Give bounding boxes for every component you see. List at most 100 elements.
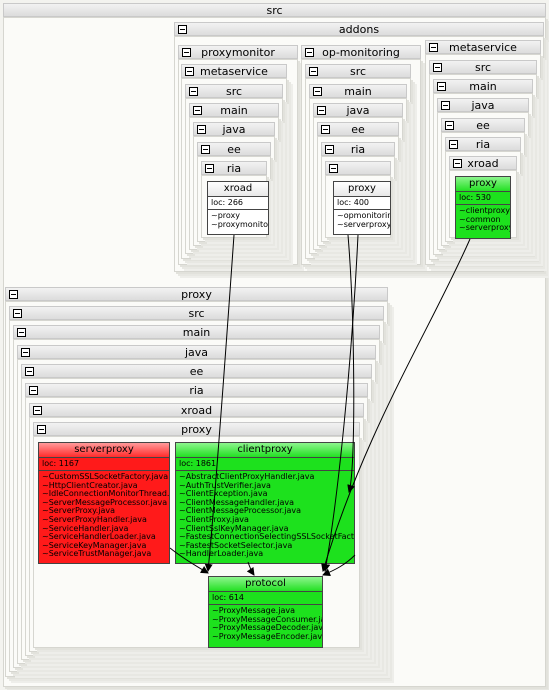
package-ee-header[interactable]: ee <box>317 122 399 136</box>
class-proxy[interactable]: proxy loc: 400 ~opmonitoring ~serverprox… <box>333 181 391 235</box>
package-src-header[interactable]: src <box>305 64 411 78</box>
collapse-toggle-icon[interactable] <box>178 25 187 34</box>
package-xroad-header[interactable]: xroad <box>449 156 517 170</box>
class-clientproxy[interactable]: clientproxy loc: 1861 ~AbstractClientPro… <box>175 442 355 564</box>
collapse-toggle-icon[interactable] <box>29 386 38 395</box>
collapse-toggle-icon[interactable] <box>305 48 314 57</box>
package-ee-header[interactable]: ee <box>197 142 271 156</box>
package-title: ria <box>189 384 204 397</box>
package-ria-header[interactable]: ria <box>445 137 521 151</box>
package-title: proxy <box>181 423 212 436</box>
dependency-item: ~serverproxy <box>337 220 390 229</box>
package-title: java <box>471 99 495 112</box>
package-java-header[interactable]: java <box>313 103 403 117</box>
package-java-header[interactable]: java <box>193 122 275 136</box>
package-title: ee <box>351 123 365 136</box>
package-title: src <box>266 4 283 17</box>
collapse-toggle-icon[interactable] <box>201 145 210 154</box>
package-title: addons <box>338 23 380 36</box>
package-ria-header[interactable]: ria <box>201 161 267 175</box>
collapse-toggle-icon[interactable] <box>37 425 46 434</box>
package-title: ee <box>189 365 204 378</box>
collapse-toggle-icon[interactable] <box>437 82 446 91</box>
package-main-header[interactable]: main <box>189 103 279 117</box>
collapse-toggle-icon[interactable] <box>33 406 42 415</box>
package-ria-header[interactable]: ria <box>321 142 395 156</box>
package-metaservice-header[interactable]: metaservice <box>425 40 541 54</box>
class-loc: loc: 614 <box>209 592 322 605</box>
collapse-toggle-icon[interactable] <box>205 164 214 173</box>
collapse-toggle-icon[interactable] <box>445 121 454 130</box>
class-protocol[interactable]: protocol loc: 614 ~ProxyMessage.java ~Pr… <box>208 576 323 648</box>
package-xroad-header[interactable]: xroad <box>29 403 364 417</box>
package-title: src <box>474 61 492 74</box>
package-title: java <box>184 346 209 359</box>
collapse-toggle-icon[interactable] <box>321 125 330 134</box>
package-src-header[interactable]: src <box>3 3 546 17</box>
file-item: ~HttpClientCreator.java <box>42 481 138 490</box>
dependency-item: ~opmonitoring <box>337 212 390 220</box>
collapse-toggle-icon[interactable] <box>313 87 322 96</box>
package-src-header[interactable]: src <box>9 306 384 320</box>
package-ee-header[interactable]: ee <box>21 364 372 378</box>
package-src-header[interactable]: src <box>185 84 283 98</box>
package-proxy-inner-header[interactable]: proxy <box>33 422 360 436</box>
package-main-header[interactable]: main <box>13 325 380 339</box>
collapse-toggle-icon[interactable] <box>309 67 318 76</box>
package-java-header[interactable]: java <box>437 98 529 112</box>
package-title: ee <box>227 143 241 156</box>
package-ria-header[interactable]: ria <box>25 383 368 397</box>
package-src-header[interactable]: src <box>429 60 537 74</box>
package-main-header[interactable]: main <box>433 79 533 93</box>
collapse-toggle-icon[interactable] <box>197 125 206 134</box>
collapse-toggle-icon[interactable] <box>182 48 191 57</box>
collapse-toggle-icon[interactable] <box>185 67 194 76</box>
collapse-toggle-icon[interactable] <box>329 164 338 173</box>
file-item: ~ServerMessageProcessor.java <box>42 498 168 507</box>
collapse-toggle-icon[interactable] <box>193 106 202 115</box>
file-item: ~IdleConnectionMonitorThread.java <box>42 490 169 499</box>
class-name: xroad <box>208 182 268 197</box>
collapse-toggle-icon[interactable] <box>9 290 18 299</box>
file-item: ~ServiceHandler.java <box>42 524 129 533</box>
file-item: ~AuthTrustVerifier.java <box>179 481 271 490</box>
collapse-toggle-icon[interactable] <box>21 348 30 357</box>
package-addons-header[interactable]: addons <box>174 22 544 36</box>
file-item: ~AbstractClientProxyHandler.java <box>179 473 315 481</box>
package-main-header[interactable]: main <box>309 84 407 98</box>
package-title: op-monitoring <box>322 46 400 59</box>
package-title: metaservice <box>200 65 268 78</box>
file-item: ~FastestSocketSelector.java <box>179 541 293 550</box>
dependency-item: ~common <box>459 215 501 224</box>
collapse-toggle-icon[interactable] <box>429 43 438 52</box>
package-title: metaservice <box>449 41 517 54</box>
collapse-toggle-icon[interactable] <box>453 159 462 168</box>
package-metaservice-header[interactable]: metaservice <box>181 64 287 78</box>
package-proxymonitor-header[interactable]: proxymonitor <box>178 45 298 59</box>
collapse-toggle-icon[interactable] <box>189 87 198 96</box>
collapse-toggle-icon[interactable] <box>433 63 442 72</box>
collapse-toggle-icon[interactable] <box>325 145 334 154</box>
collapse-toggle-icon[interactable] <box>441 101 450 110</box>
file-item: ~ClientException.java <box>179 490 268 499</box>
collapse-toggle-icon[interactable] <box>25 367 34 376</box>
collapse-toggle-icon[interactable] <box>317 106 326 115</box>
package-java-header[interactable]: java <box>17 345 376 359</box>
class-name: proxy <box>456 177 510 192</box>
collapse-toggle-icon[interactable] <box>13 309 22 318</box>
file-item: ~HandlerLoader.java <box>179 550 264 559</box>
collapse-toggle-icon[interactable] <box>449 140 458 149</box>
package-title: xroad <box>180 404 213 417</box>
class-loc: loc: 530 <box>456 192 510 205</box>
package-title: main <box>182 326 211 339</box>
class-serverproxy[interactable]: serverproxy loc: 1167 ~CustomSSLSocketFa… <box>38 442 170 564</box>
package-xroad-header[interactable]: proxy <box>325 161 391 175</box>
collapse-toggle-icon[interactable] <box>17 328 26 337</box>
package-op-monitoring-header[interactable]: op-monitoring <box>301 45 421 59</box>
package-ee-header[interactable]: ee <box>441 118 525 132</box>
class-xroad[interactable]: xroad loc: 266 ~proxy ~proxymonitor <box>207 181 269 235</box>
class-loc: loc: 1861 <box>176 458 354 471</box>
dependency-item: ~proxy <box>211 212 241 220</box>
class-proxy[interactable]: proxy loc: 530 ~clientproxy ~common ~ser… <box>455 176 511 239</box>
package-proxy-header[interactable]: proxy <box>5 287 388 301</box>
